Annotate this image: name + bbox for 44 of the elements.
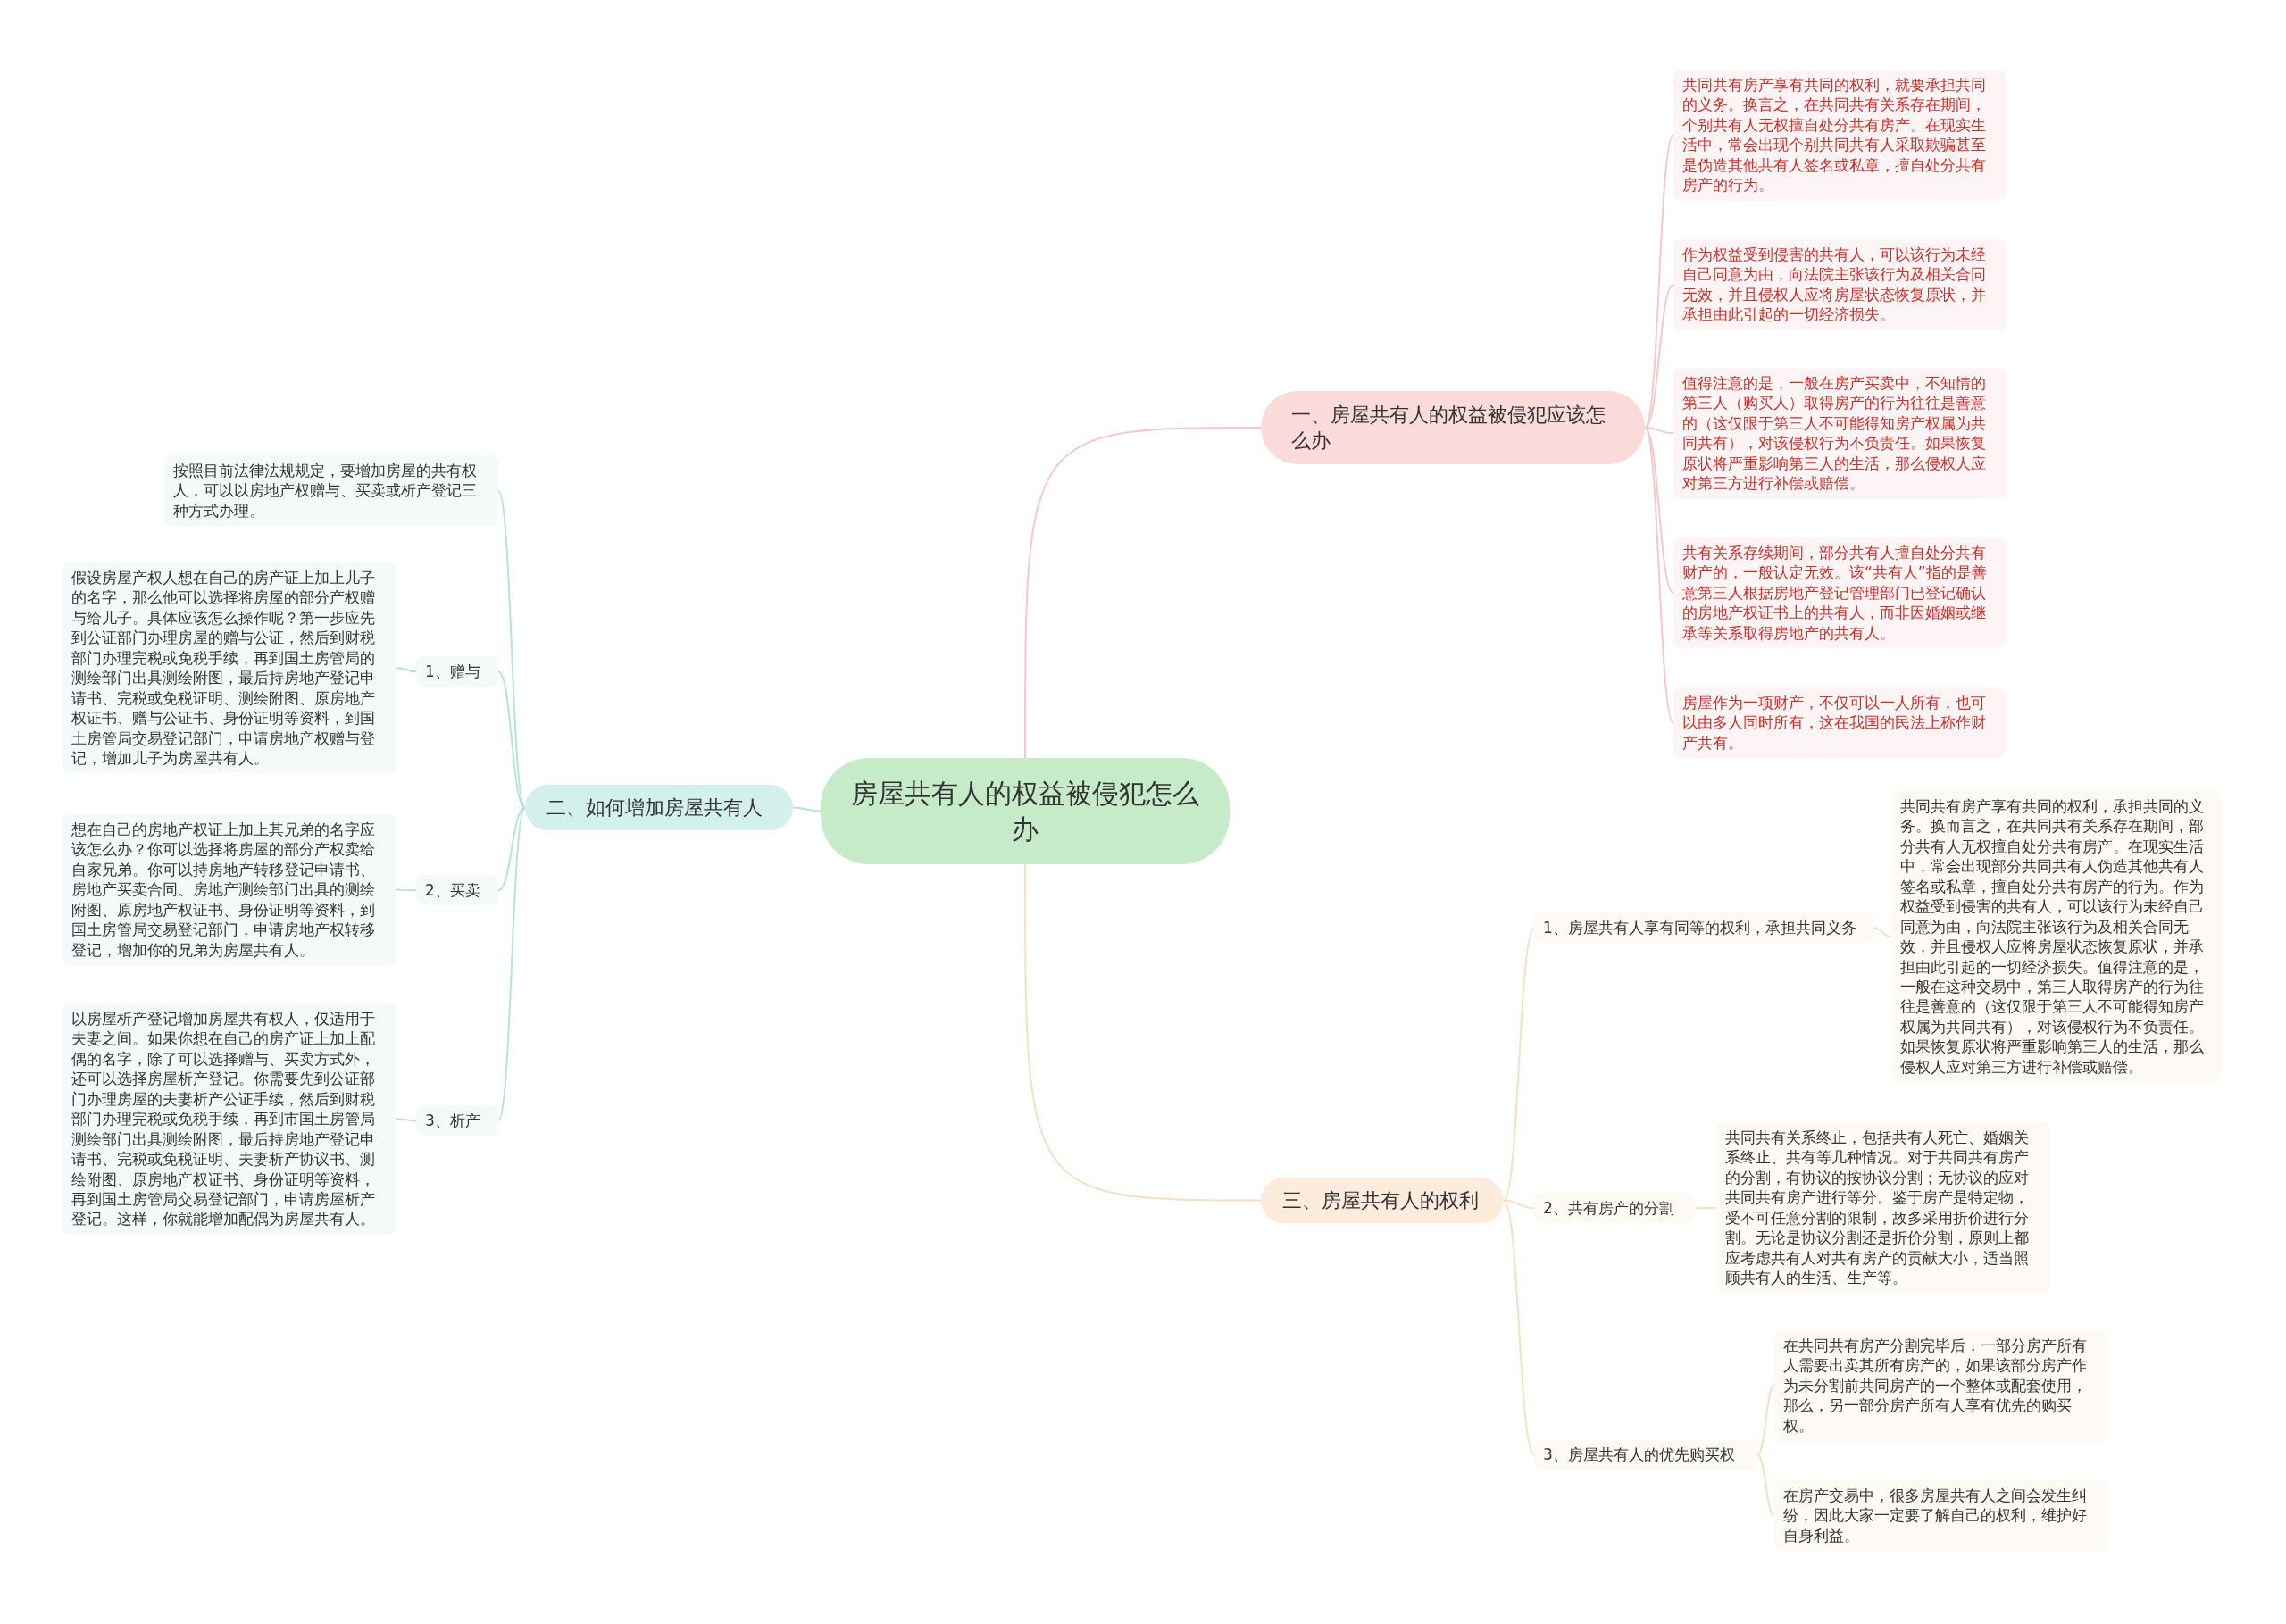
- subtopic: 1、房屋共有人享有同等的权利，承担共同义务: [1534, 912, 1873, 944]
- central-topic: 房屋共有人的权益被侵犯怎么办: [821, 758, 1230, 865]
- note-card: 值得注意的是，一般在房产买卖中，不知情的第三人（购买人）取得房产的行为往往是善意的（这仅限于第三人不可能得知房产权属为共同共有），对该侵权行为不负责任。如果恢复原状将严重影响第三人的生活，那么侵权人应对第三方进行补偿或赔偿。: [1673, 368, 2006, 499]
- note-card: 共同共有房产享有共同的权利，承担共同的义务。换而言之，在共同共有关系存在期间，部分共有人无权擅自处分共有房产。在现实生活中，常会出现部分共同共有人伪造其他共有人签名或私章，擅自处分共有房产的行为。作为权益受到侵害的共有人，可以该行为未经自己同意为由，向法院主张该行为及相关合同无效，并且侵权人应将房屋状态恢复原状，并承担由此引起的一切经济损失。值得注意的是，一般在这种交易中，第三人取得房产的行为往往是善意的（这仅限于第三人不可能得知房产权属为共同共有），对该侵权行为不负责任。如果恢复原状将严重影响第三人的生活，那么侵权人应对第三方进行补偿或赔偿。: [1891, 791, 2222, 1083]
- note-card: 在房产交易中，很多房屋共有人之间会发生纠纷，因此大家一定要了解自己的权利，维护好自身利益。: [1774, 1480, 2108, 1552]
- connector-line: [497, 670, 526, 809]
- connector-line: [1024, 863, 1262, 1202]
- note-card: 假设房屋产权人想在自己的房产证上加上儿子的名字，那么他可以选择将房屋的部分产权赠与给儿子。具体应该怎么操作呢？第一步应先到公证部门办理房屋的赠与公证，然后到财税部门办理完税或免税手续，再到国土房管局的测绘部门出具测绘附图，最后持房地产登记申请书、完税或免税证明、测绘附图、原房地产权证书、赠与公证书、身份证明等资料，到国土房管局交易登记部门，申请房地产权赠与登记，增加儿子为房屋共有人。: [63, 562, 396, 774]
- connector-line: [497, 806, 526, 1122]
- subtopic: 2、买卖: [416, 875, 498, 906]
- note-card: 在共同共有房产分割完毕后，一部分房产所有人需要出卖其所有房产的，如果该部分房产作为未分割前共同房产的一个整体或配套使用，那么，另一部分房产所有人享有优先的购买权。: [1774, 1330, 2108, 1442]
- connector-line: [497, 806, 526, 892]
- branch-topic: 三、房屋共有人的权利: [1261, 1178, 1504, 1224]
- branch-topic: 二、如何增加房屋共有人: [525, 785, 793, 831]
- note-card: 共有关系存续期间，部分共有人擅自处分共有财产的，一般认定无效。该“共有人”指的是善意第三人根据房地产登记管理部门已登记确认的房地产权证书上的共有人，而非因婚姻或继承等关系取得房地产的共有人。: [1673, 537, 2006, 649]
- connector-line: [1644, 427, 1674, 595]
- subtopic: 3、析产: [416, 1105, 498, 1137]
- note-card: 作为权益受到侵害的共有人，可以该行为未经自己同意为由，向法院主张该行为及相关合同无效，并且侵权人应将房屋状态恢复原状，并承担由此引起的一切经济损失。: [1673, 239, 2006, 330]
- connector-line: [1644, 283, 1674, 429]
- connector-line: [792, 806, 822, 812]
- connector-line: [396, 667, 417, 673]
- connector-line: [1644, 427, 1674, 724]
- note-card: 共同共有关系终止，包括共有人死亡、婚姻关系终止、共有等几种情况。对于共同共有房产的分割，有协议的按协议分割；无协议的应对共同共有房产进行等分。鉴于房产是特定物，受不可任意分割的限制，故多采用折价进行分割。无论是协议分割还是折价分割，原则上都应考虑共有人对共有房产的贡献大小，适当照顾共有人的生活、生产等。: [1716, 1122, 2050, 1294]
- connector-line: [497, 489, 526, 809]
- connector-line: [396, 1118, 417, 1122]
- connector-line: [1694, 1206, 1717, 1210]
- connector-line: [1873, 927, 1892, 938]
- note-card: 想在自己的房地产权证上加上其兄弟的名字应该怎么办？你可以选择将房屋的部分产权卖给自家兄弟。你可以持房地产转移登记申请书、房地产买卖合同、房地产测绘部门出具的测绘附图、原房地产权证书、身份证明等资料，到国土房管局交易登记部门，申请房地产权转移登记，增加你的兄弟为房屋共有人。: [63, 814, 396, 966]
- note-card: 以房屋析产登记增加房屋共有权人，仅适用于夫妻之间。如果你想在自己的房产证上加上配偶的名字，除了可以选择赠与、买卖方式外，还可以选择房屋析产登记。你需要先到公证部门办理房屋的夫妻析产公证手续，然后到财税部门办理完税或免税手续，再到市国土房管局测绘部门出具测绘附图，最后持房地产登记申请书、完税或免税证明、夫妻析产协议书、测绘附图、原房地产权证书、身份证明等资料，再到国土房管局交易登记部门，申请房屋析产登记。这样，你就能增加配偶为房屋共有人。: [63, 1004, 396, 1235]
- connector-line: [1644, 427, 1674, 435]
- note-card: 共同共有房产享有共同的权利，就要承担共同的义务。换言之，在共同共有关系存在期间，个别共有人无权擅自处分共有房产。在现实生活中，常会出现个别共同共有人采取欺骗甚至是伪造其他共有人签名或私章，擅自处分共有房产的行为。: [1673, 70, 2006, 201]
- subtopic: 1、赠与: [416, 656, 498, 687]
- connector-line: [396, 888, 417, 892]
- subtopic: 3、房屋共有人的优先购买权: [1534, 1439, 1757, 1470]
- connector-line: [1503, 1199, 1535, 1210]
- connector-line: [1756, 1453, 1775, 1517]
- connector-line: [1024, 427, 1262, 759]
- connector-line: [1503, 927, 1535, 1202]
- branch-topic: 一、房屋共有人的权益被侵犯应该怎么办: [1261, 391, 1645, 465]
- subtopic: 2、共有房产的分割: [1534, 1193, 1695, 1224]
- note-card: 按照目前法律法规规定，要增加房屋的共有权人，可以以房地产权赠与、买卖或析产登记三种方式办理。: [164, 455, 498, 527]
- connector-line: [1756, 1385, 1775, 1456]
- note-card: 房屋作为一项财产，不仅可以一人所有，也可以由多人同时所有，这在我国的民法上称作财产共有。: [1673, 687, 2006, 759]
- connector-line: [1503, 1199, 1535, 1456]
